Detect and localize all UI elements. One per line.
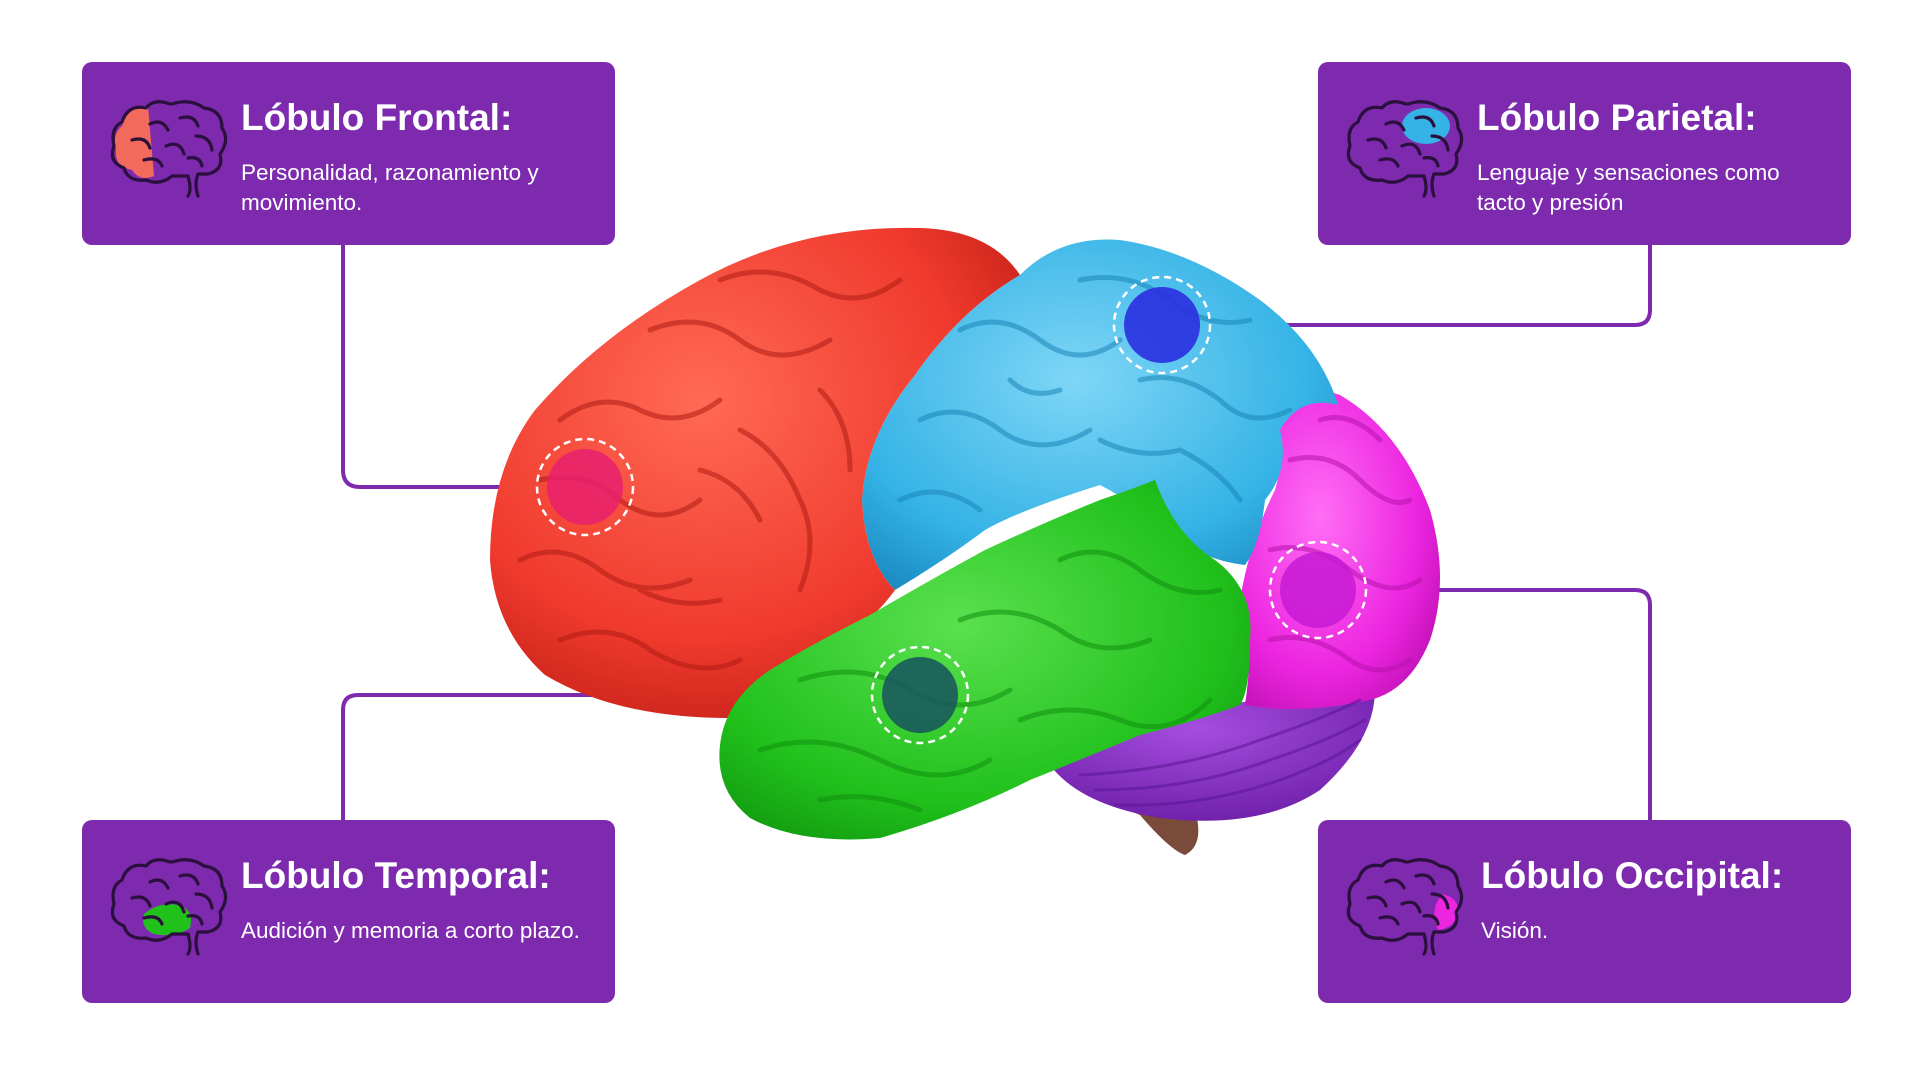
occipital-lobe bbox=[1240, 387, 1440, 709]
brain-occipital-highlight-icon bbox=[1346, 854, 1464, 958]
brain-parietal-highlight-icon bbox=[1346, 96, 1464, 200]
card-parietal-title: Lóbulo Parietal: bbox=[1477, 97, 1757, 138]
card-parietal-desc: Lenguaje y sensaciones como tacto y pres… bbox=[1477, 160, 1780, 215]
parietal-lobe bbox=[862, 239, 1338, 590]
connector-temporal bbox=[341, 693, 922, 822]
marker-occipital bbox=[1268, 540, 1368, 640]
card-occipital-desc: Visión. bbox=[1481, 918, 1549, 943]
card-temporal-title: Lóbulo Temporal: bbox=[241, 855, 551, 896]
card-frontal-desc: Personalidad, razonamiento y movimiento. bbox=[241, 160, 539, 215]
cerebellum-folia bbox=[1078, 698, 1367, 807]
card-parietal-lobe: Lóbulo Parietal: Lenguaje y sensaciones … bbox=[1318, 62, 1851, 245]
card-frontal-title: Lóbulo Frontal: bbox=[241, 97, 513, 138]
marker-parietal bbox=[1112, 275, 1212, 375]
connector-frontal bbox=[341, 243, 550, 489]
marker-frontal bbox=[535, 437, 635, 537]
card-frontal-lobe: Lóbulo Frontal: Personalidad, razonamien… bbox=[82, 62, 615, 245]
frontal-lobe bbox=[490, 227, 1020, 719]
card-occipital-lobe: Lóbulo Occipital: Visión. bbox=[1318, 820, 1851, 1003]
marker-temporal bbox=[870, 645, 970, 745]
brain-temporal-highlight-icon bbox=[110, 854, 228, 958]
connector-occipital bbox=[1316, 588, 1652, 822]
card-temporal-lobe: Lóbulo Temporal: Audición y memoria a co… bbox=[82, 820, 615, 1003]
card-occipital-title: Lóbulo Occipital: bbox=[1481, 855, 1784, 896]
card-temporal-desc: Audición y memoria a corto plazo. bbox=[241, 918, 580, 943]
connector-parietal bbox=[1160, 243, 1652, 327]
brain-frontal-highlight-icon bbox=[110, 96, 228, 200]
